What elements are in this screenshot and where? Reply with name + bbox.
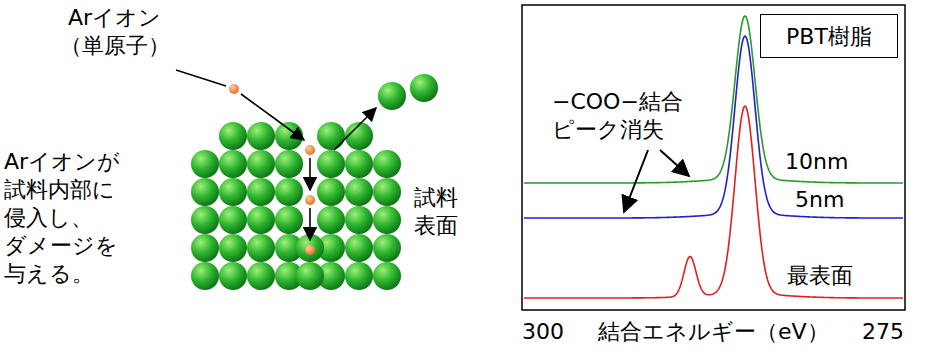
atom — [345, 178, 373, 206]
atom — [219, 234, 247, 262]
atom — [191, 178, 219, 206]
atom — [345, 234, 373, 262]
atom — [247, 206, 275, 234]
ar-ion — [305, 145, 315, 155]
atom — [275, 178, 303, 206]
atom — [296, 262, 324, 290]
atom — [345, 262, 373, 290]
axis-tick: 300 — [522, 318, 564, 346]
spectrum-curve — [524, 36, 903, 218]
ion-path-arrow — [309, 158, 311, 190]
legend-box: PBT樹脂 — [760, 14, 898, 58]
depth-label: 10nm — [785, 148, 848, 176]
ion-label: Arイオン （単原子） — [52, 4, 177, 60]
atom — [191, 206, 219, 234]
axis-title: 結合エネルギー（eV） — [598, 318, 829, 346]
ejected-atom — [378, 82, 406, 110]
atom — [191, 262, 219, 290]
axis-tick: 275 — [862, 318, 904, 346]
spectrum-curve — [524, 16, 903, 183]
atom — [247, 234, 275, 262]
atom — [219, 150, 247, 178]
atom — [219, 262, 247, 290]
atom — [275, 150, 303, 178]
surface-label: 試料 表面 — [414, 184, 466, 240]
atom — [373, 234, 401, 262]
leader-arrow — [660, 150, 689, 176]
box-text: PBT樹脂 — [775, 23, 883, 51]
leader-arrow — [624, 150, 648, 212]
atom — [373, 150, 401, 178]
ar-ion — [229, 84, 239, 94]
atom — [275, 206, 303, 234]
atom — [345, 122, 373, 150]
atom — [247, 178, 275, 206]
atom — [317, 150, 345, 178]
ion-path-arrow — [241, 94, 304, 140]
depth-label: 最表面 — [787, 262, 853, 290]
ejected-atom — [410, 74, 438, 102]
atom — [219, 178, 247, 206]
atom — [317, 178, 345, 206]
atom — [317, 206, 345, 234]
atom — [219, 206, 247, 234]
ion-leader — [176, 70, 226, 86]
atom — [191, 234, 219, 262]
atom — [247, 122, 275, 150]
atom — [345, 206, 373, 234]
atom — [373, 178, 401, 206]
atom-lattice — [191, 122, 401, 290]
ar-ion — [305, 195, 315, 205]
atom — [317, 122, 345, 150]
atom — [247, 150, 275, 178]
atom — [247, 262, 275, 290]
ion-path-arrow — [309, 208, 311, 240]
atom — [345, 150, 373, 178]
callout-note: −COO−結合 ピーク消失 — [552, 88, 702, 144]
ejection-arrow — [334, 108, 376, 150]
ar-ion — [305, 245, 315, 255]
spectra — [524, 16, 903, 298]
depth-label: 5nm — [795, 186, 844, 214]
atom — [191, 150, 219, 178]
atom — [219, 122, 247, 150]
atom — [373, 206, 401, 234]
atom — [373, 262, 401, 290]
damage-note: Arイオンが 試料内部に 侵入し、 ダメージを 与える。 — [4, 148, 129, 288]
plot-frame — [522, 5, 905, 310]
